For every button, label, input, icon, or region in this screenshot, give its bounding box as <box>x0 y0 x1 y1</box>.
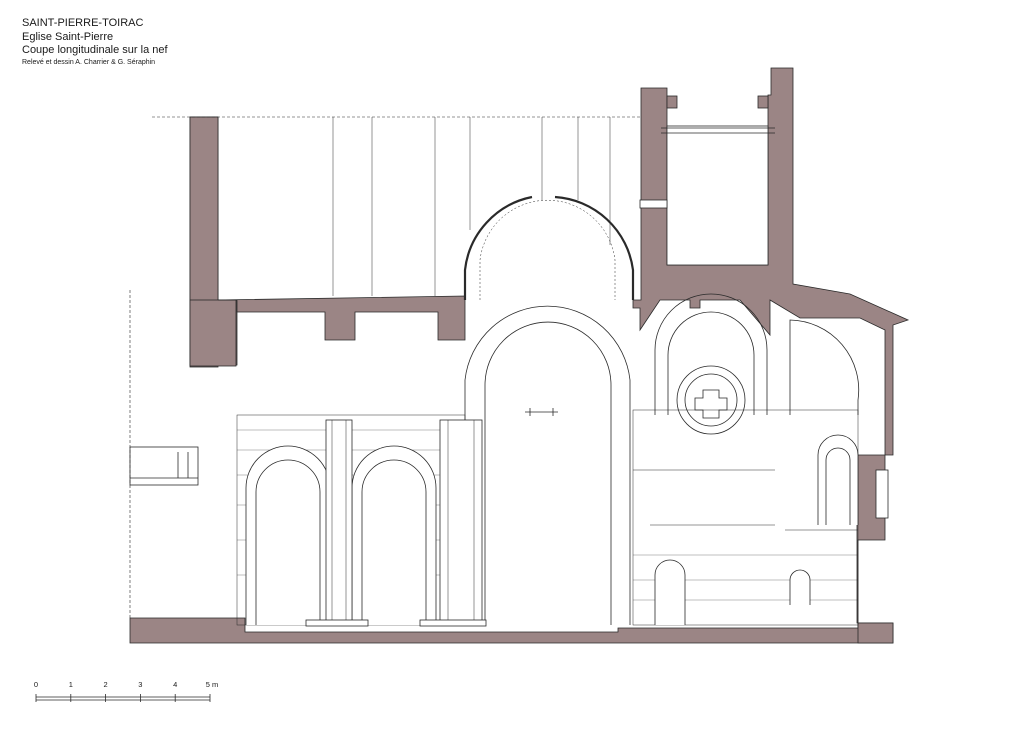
scale-bar: 0 1 2 3 4 5 m <box>30 680 220 710</box>
site-title: SAINT-PIERRE-TOIRAC <box>22 17 144 29</box>
scale-tick-5: 5 m <box>205 680 219 689</box>
scale-tick-2: 2 <box>103 680 108 689</box>
scale-tick-3: 3 <box>138 680 143 689</box>
view-title: Coupe longitudinale sur la nef <box>22 44 168 56</box>
building-title: Eglise Saint-Pierre <box>22 30 114 43</box>
column-2 <box>439 419 483 626</box>
scale-tick-4: 4 <box>173 680 178 689</box>
left-pier-top <box>189 299 237 367</box>
column-1 <box>325 419 353 626</box>
choir-apse-2 <box>789 319 860 415</box>
title-block: SAINT-PIERRE-TOIRAC Eglise Saint-Pierre … <box>22 17 168 68</box>
choir-arch-small <box>654 559 686 625</box>
tower-inner-notch-2 <box>757 95 769 109</box>
left-platform <box>129 446 199 486</box>
scale-tick-1: 1 <box>68 680 73 689</box>
crossing-dome <box>463 195 533 300</box>
tower-inner-notch <box>666 95 678 109</box>
triumphal-arch <box>464 305 631 625</box>
upper-beam-section <box>217 295 466 341</box>
tower-interior <box>666 125 769 266</box>
choir-apse-1 <box>654 293 768 415</box>
scale-tick-0: 0 <box>33 680 39 689</box>
credits: Relevé et dessin A. Charrier & G. Séraph… <box>22 58 156 66</box>
rose-window <box>676 365 746 435</box>
ground-section <box>129 617 894 644</box>
